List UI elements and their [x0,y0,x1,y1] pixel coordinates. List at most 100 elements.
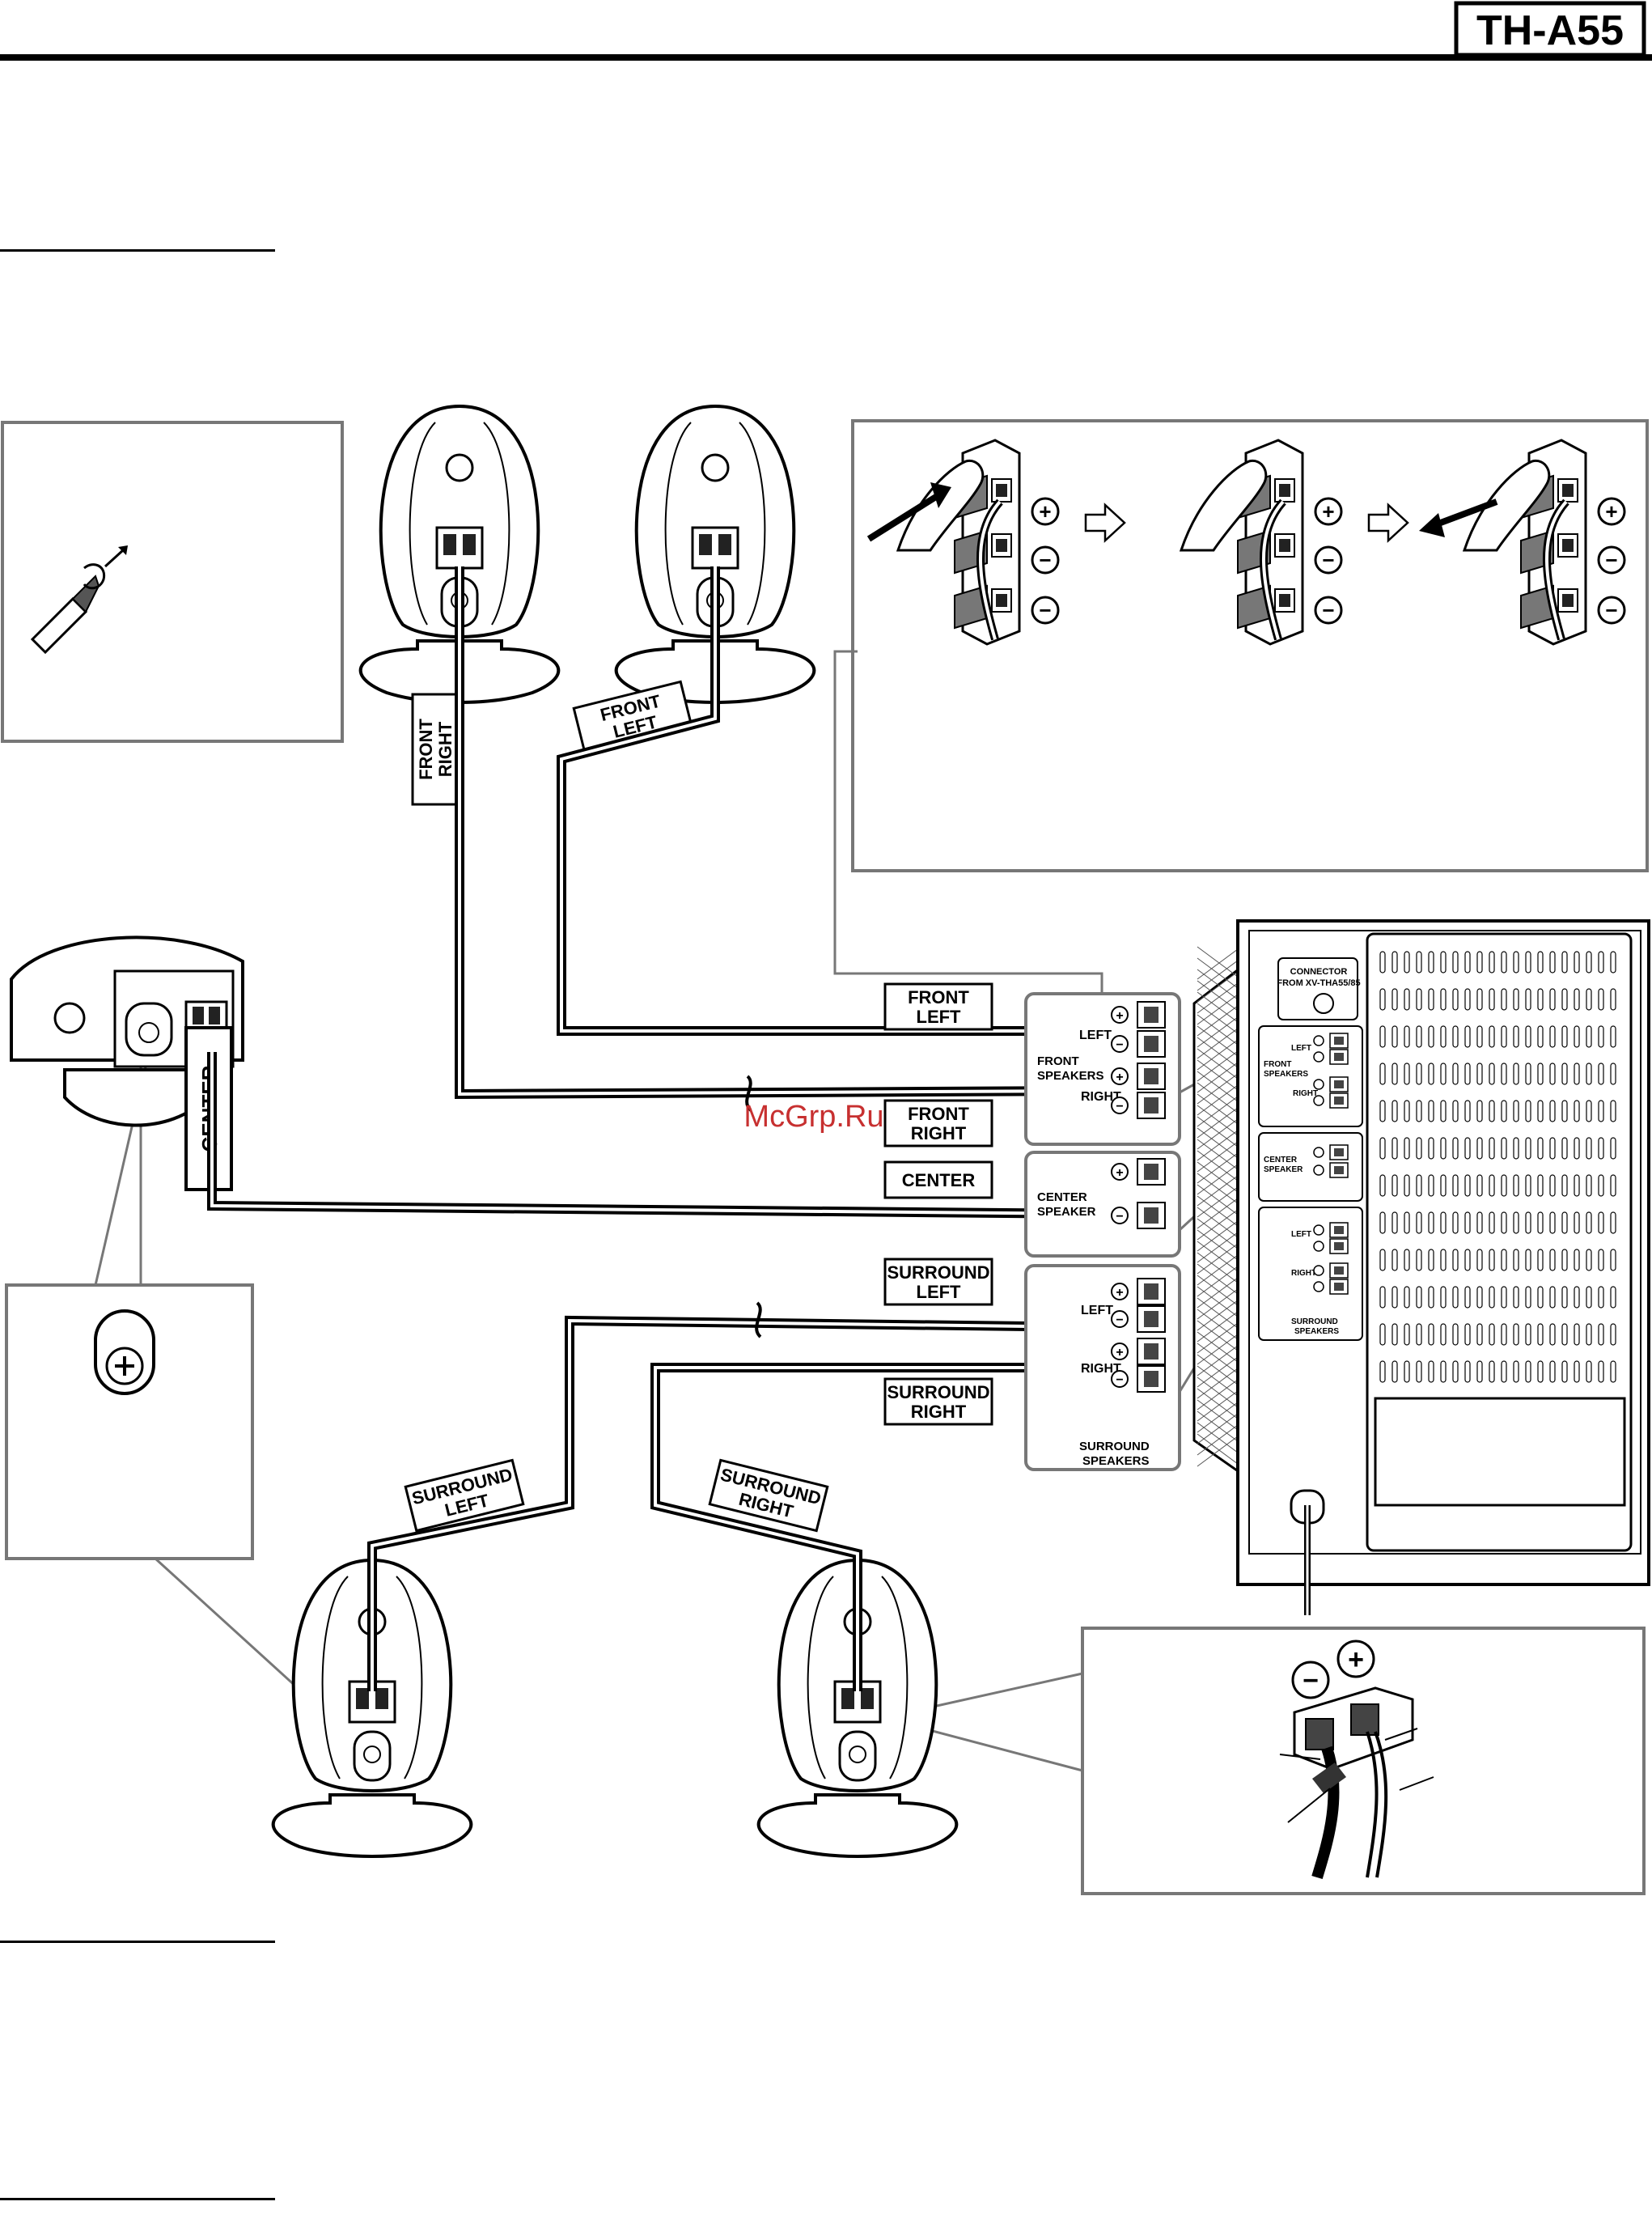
svg-text:−: − [1322,548,1334,572]
heatsink-fin [1452,1249,1459,1271]
heatsink-fin [1416,1286,1422,1309]
grille-hatch-line [1197,1150,1242,1184]
grille-hatch-line [1197,980,1242,1014]
step-arrow-icon [1084,503,1126,543]
terminal-step-1: +−− [866,439,1126,646]
heatsink-fin [1391,1249,1398,1271]
subwoofer-terminal-jacks [1313,1033,1349,1295]
svg-text:SPEAKERS: SPEAKERS [1037,1069,1104,1083]
cable-tag-line: SURROUND [887,1262,989,1283]
heatsink-fin [1489,1063,1495,1085]
svg-text:LEFT: LEFT [1081,1304,1113,1317]
grille-hatch-line [1197,1139,1242,1173]
svg-text:+: + [1039,499,1051,524]
heatsink-fin [1598,1025,1604,1048]
heatsink-fin [1586,1286,1592,1309]
svg-text:SURROUND: SURROUND [1079,1440,1150,1453]
heatsink-fin [1428,1323,1434,1346]
heatsink-fin [1452,1174,1459,1197]
heatsink-fin [1501,1249,1507,1271]
heatsink-fin [1598,1100,1604,1122]
subwoofer-terminal-jack[interactable] [1313,1076,1349,1092]
speaker-terminal-jack[interactable]: − [1111,1092,1166,1119]
heatsink-fin [1537,1063,1544,1085]
speaker-terminal-jack[interactable]: + [1111,1001,1166,1029]
cables [207,566,1093,1691]
svg-text:CENTER: CENTER [1037,1190,1087,1204]
grille-hatch-line [1197,1263,1242,1297]
heatsink-fin [1489,1137,1495,1160]
heatsink-fin [1452,1063,1459,1085]
speaker-terminal-jack[interactable]: + [1111,1158,1166,1186]
subwoofer-terminal-jack[interactable] [1313,1033,1349,1049]
svg-text:SPEAKERS: SPEAKERS [1294,1327,1339,1336]
subwoofer-terminal-jack[interactable] [1313,1222,1349,1238]
heatsink-fin [1391,1100,1398,1122]
heatsink [1366,932,1633,1552]
heatsink-fin [1476,1360,1483,1383]
heatsink-fin [1537,1137,1544,1160]
heatsink-fin [1537,988,1544,1011]
speaker-terminal-jack[interactable]: − [1111,1202,1166,1229]
heatsink-fin [1586,1323,1592,1346]
panel-terminal-jacks: +−+−+−+−+− [1111,1001,1166,1393]
heatsink-fin [1561,951,1568,974]
heatsink-fin [1525,951,1531,974]
heatsink-fin [1574,1137,1580,1160]
heatsink-fin [1610,1025,1616,1048]
heatsink-fin [1513,1286,1519,1309]
subwoofer-terminal-jack[interactable] [1313,1238,1349,1254]
speaker-terminal-jack[interactable]: − [1111,1365,1166,1393]
speaker-terminal-jack[interactable]: + [1111,1278,1166,1305]
heatsink-fin [1537,951,1544,974]
subwoofer-terminal-jack[interactable] [1313,1144,1349,1160]
svg-text:+: + [1322,499,1334,524]
grille-hatch [1197,946,1242,1467]
heatsink-fin [1574,1286,1580,1309]
heatsink-fin [1598,951,1604,974]
heatsink-fin [1379,1137,1386,1160]
grille-hatch-line [1197,1252,1242,1286]
heatsink-fin [1464,1174,1471,1197]
heatsink-fin [1476,1323,1483,1346]
heatsink-fin [1489,1286,1495,1309]
subwoofer-terminal-jack[interactable] [1313,1049,1349,1065]
heatsink-fin [1416,1063,1422,1085]
subwoofer-terminal-jack[interactable] [1313,1162,1349,1178]
heatsink-fin [1428,1174,1434,1197]
svg-text:SPEAKERS: SPEAKERS [1082,1454,1150,1468]
subwoofer-terminal-jack[interactable] [1313,1279,1349,1295]
heatsink-fin [1428,1211,1434,1234]
subwoofer-terminal-jack[interactable] [1313,1092,1349,1109]
heatsink-fin [1598,1174,1604,1197]
system-connector-jack[interactable] [1313,993,1334,1014]
speaker-terminal-jack[interactable]: − [1111,1305,1166,1333]
speaker-terminal-jack[interactable]: − [1111,1030,1166,1058]
heatsink-fin [1549,1137,1556,1160]
heatsink-fin [1391,1286,1398,1309]
svg-text:−: − [1116,1038,1123,1052]
heatsink-fin [1525,1025,1531,1048]
section-rule-mid [0,1941,275,1943]
subwoofer-terminal-jack[interactable] [1313,1262,1349,1279]
heatsink-fin [1428,1063,1434,1085]
center-terminal-tag: CENTER [883,1160,993,1199]
heatsink-fin [1586,988,1592,1011]
heatsink-fin [1610,1323,1616,1346]
speaker-terminal-jack[interactable]: + [1111,1063,1166,1090]
speaker-terminal-jack[interactable]: + [1111,1338,1166,1365]
header-rule [0,54,1652,61]
heatsink-fins [1379,951,1616,1383]
heatsink-fin [1598,1249,1604,1271]
heatsink-fin [1440,1323,1447,1346]
heatsink-fin [1404,951,1410,974]
heatsink-fin [1379,1323,1386,1346]
grille-hatch-line [1197,1025,1242,1059]
heatsink-fin [1476,1249,1483,1271]
section-rule-top [0,249,275,252]
heatsink-fin [1379,1249,1386,1271]
heatsink-fin [1561,1249,1568,1271]
svg-text:LEFT: LEFT [1291,1044,1311,1053]
svg-text:LEFT: LEFT [1079,1029,1112,1042]
